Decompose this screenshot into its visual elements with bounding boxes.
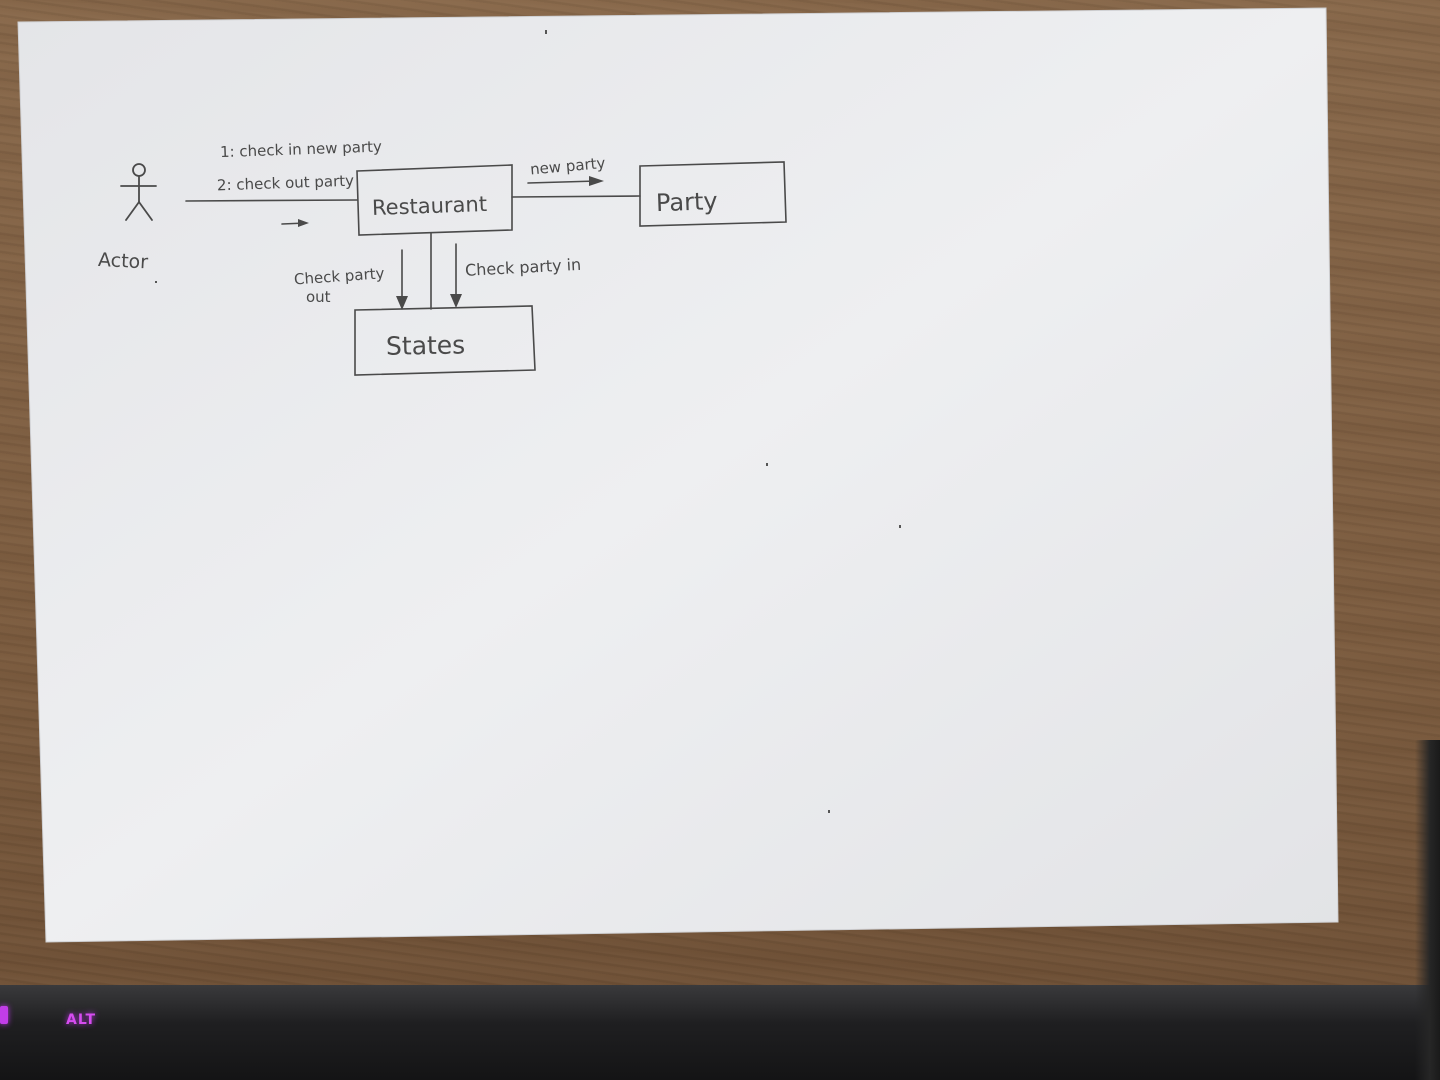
states-label: States xyxy=(386,330,466,360)
restaurant-states-links xyxy=(401,232,457,310)
check-in-arrowhead xyxy=(450,294,462,308)
paper-sheet xyxy=(17,7,1339,943)
new-party-arrowhead xyxy=(589,176,604,186)
message-arrow xyxy=(281,219,309,227)
keyboard-edge xyxy=(0,985,1440,1080)
check-out-arrowhead xyxy=(396,296,408,310)
actor-label: Actor xyxy=(98,249,149,274)
message-1-label: 1: check in new party xyxy=(220,137,383,161)
message-2-label: 2: check out party xyxy=(217,172,355,195)
states-box: States xyxy=(354,305,536,376)
keyboard-backlight xyxy=(0,1006,8,1024)
restaurant-box: Restaurant xyxy=(356,164,513,236)
actor-restaurant-link xyxy=(185,199,358,202)
restaurant-party-link xyxy=(511,180,641,198)
keyboard-key-label: ALT xyxy=(66,1012,96,1028)
dark-object-edge xyxy=(1415,740,1440,1080)
restaurant-label: Restaurant xyxy=(372,192,488,220)
party-box: Party xyxy=(639,161,787,227)
actor-figure xyxy=(120,163,157,221)
pencil-specks xyxy=(155,30,901,813)
party-label: Party xyxy=(656,187,719,217)
check-out-label-line2: out xyxy=(306,288,331,306)
